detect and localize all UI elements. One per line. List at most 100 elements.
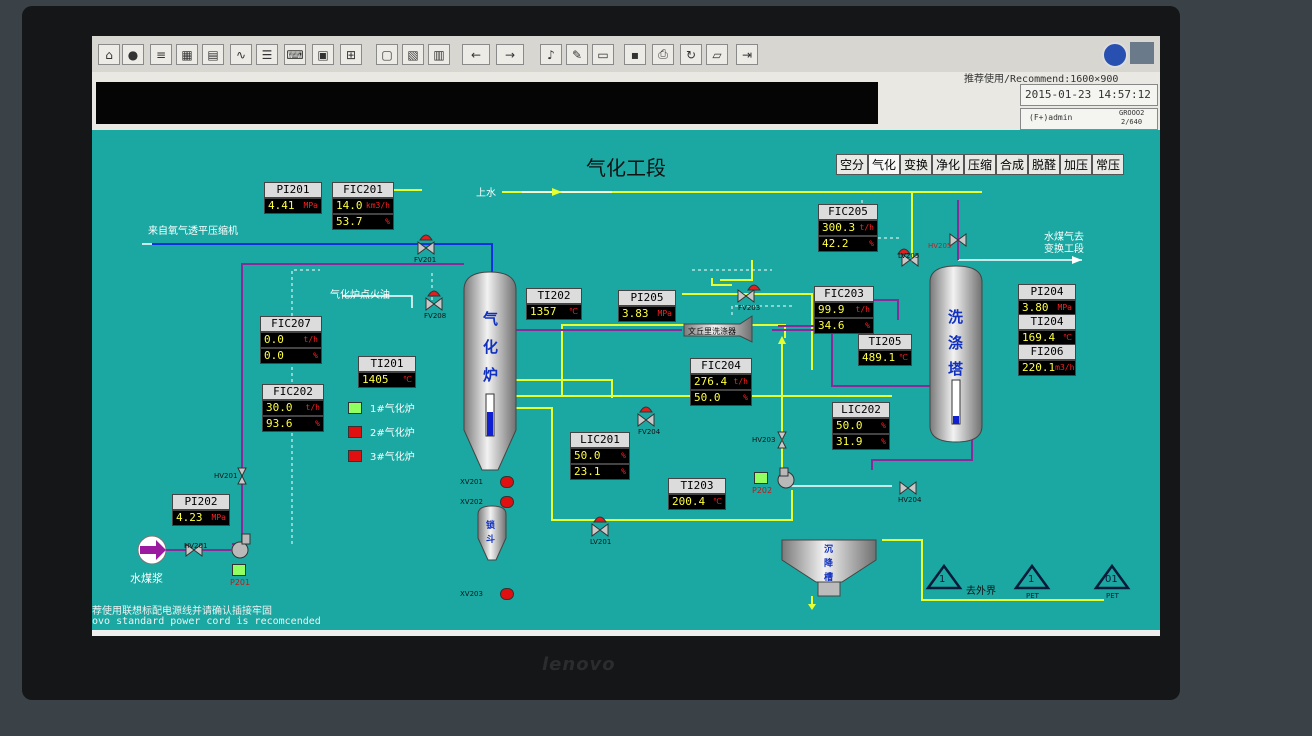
status-banner: 推荐使用/Recommend:1600×900 2015-01-23 14:57… — [92, 72, 1160, 130]
legend-gasifier-3: 3#气化炉 — [370, 452, 415, 463]
tag-ti204[interactable]: TI204 169.4℃ — [1018, 314, 1076, 346]
exit-icon[interactable]: ⇥ — [736, 44, 758, 65]
network-icon[interactable]: ⊞ — [340, 44, 362, 65]
venturi-label: 文丘里洗涤器 — [688, 327, 736, 336]
pipe-network — [137, 188, 1131, 610]
folder-icon[interactable]: ▱ — [706, 44, 728, 65]
nav-button-jinghua[interactable]: 净化 — [932, 154, 965, 175]
page-title: 气化工段 — [586, 156, 666, 180]
trend-icon[interactable]: ∿ — [230, 44, 252, 65]
report-icon[interactable]: ▧ — [402, 44, 424, 65]
slurry-label: 水煤浆 — [130, 572, 163, 585]
nav-button-jiaya[interactable]: 加压 — [1060, 154, 1093, 175]
nav-button-qihua[interactable]: 气化 — [868, 154, 901, 175]
syngas-out-label-1: 水煤气去 — [1044, 232, 1084, 243]
valve-tag-lv205: LV205 — [898, 252, 920, 260]
xv201-status[interactable] — [500, 476, 514, 488]
recycle-label-3: 01 — [1105, 574, 1118, 585]
legend-gasifier-1: 1#气化炉 — [370, 404, 415, 415]
nav-button-tuoquan[interactable]: 脱醛 — [1028, 154, 1061, 175]
gasifier-3-indicator — [348, 450, 362, 462]
scrubber-vessel — [929, 265, 983, 443]
settler-char-1: 沉 — [824, 545, 834, 555]
scrubber-char-3: 塔 — [948, 360, 964, 378]
keyboard-icon[interactable]: ⌨ — [284, 44, 306, 65]
datetime: 2015-01-23 14:57:12 — [1025, 88, 1151, 101]
hopper-char-1: 锁 — [486, 521, 496, 531]
nav-button-changya[interactable]: 常压 — [1092, 154, 1125, 175]
tag-ti205[interactable]: TI205 489.1℃ — [858, 334, 912, 366]
nav-button-kongfen[interactable]: 空分 — [836, 154, 869, 175]
valve-tag-hv201: HV201 — [214, 472, 238, 480]
to-outside-label: 去外界 — [966, 586, 996, 597]
back-arrow-icon[interactable]: ← — [462, 44, 490, 65]
valve-tag-hv205: HV205 — [928, 242, 952, 250]
pump-tag-p201: P201 — [230, 578, 251, 587]
tag-ti203[interactable]: TI203 200.4℃ — [668, 478, 726, 510]
valve-tag-hv201b: HV201 — [184, 542, 208, 550]
refresh-icon[interactable]: ↻ — [680, 44, 702, 65]
record-icon[interactable]: ● — [122, 44, 144, 65]
gasifier-2-indicator — [348, 426, 362, 438]
mute-icon[interactable]: ♪ — [540, 44, 562, 65]
hopper-char-2: 斗 — [486, 535, 496, 545]
table-icon[interactable]: ▤ — [202, 44, 224, 65]
p201-status[interactable] — [232, 564, 246, 576]
venturi-scrubber — [683, 315, 753, 343]
datetime-box: 2015-01-23 14:57:12 — [1020, 84, 1158, 106]
syngas-out-label-2: 变换工段 — [1044, 244, 1084, 255]
tag-ti202[interactable]: TI202 1357℃ — [526, 288, 582, 320]
settler-char-3: 槽 — [824, 573, 834, 583]
scrubber-char-2: 涤 — [948, 334, 964, 352]
display-icon[interactable]: ▣ — [312, 44, 334, 65]
forward-arrow-icon[interactable]: → — [496, 44, 524, 65]
list-icon[interactable]: ☰ — [256, 44, 278, 65]
gasifier-1-indicator — [348, 402, 362, 414]
nav-button-hecheng[interactable]: 合成 — [996, 154, 1029, 175]
system-icon[interactable] — [1130, 42, 1154, 64]
toolbar: ⌂ ● ≡ ▦ ▤ ∿ ☰ ⌨ ▣ ⊞ ▢ ▧ ▥ ← → ♪ ✎ ▭ ▪ ⎙ … — [92, 36, 1160, 73]
nav-button-bianhuan[interactable]: 变换 — [900, 154, 933, 175]
nav-button-yasuo[interactable]: 压缩 — [964, 154, 997, 175]
user-name: (F+)admin — [1029, 113, 1073, 122]
print-screen-icon[interactable]: ▢ — [376, 44, 398, 65]
footer-line-1: 荐使用联想标配电源线并请确认插接牢固 — [92, 606, 272, 617]
valve-tag-lv201: LV201 — [590, 538, 612, 546]
home-icon[interactable]: ⌂ — [98, 44, 120, 65]
pet-label-2: PET — [1106, 592, 1119, 600]
save-icon[interactable]: ▪ — [624, 44, 646, 65]
printer-icon[interactable]: ⎙ — [652, 44, 674, 65]
xv202-status[interactable] — [500, 496, 514, 508]
log-icon[interactable]: ▭ — [592, 44, 614, 65]
valve-tag-xv202: XV202 — [460, 498, 483, 506]
recycle-symbols — [925, 563, 1131, 590]
recycle-label-1: 1 — [939, 574, 946, 585]
valves — [185, 233, 967, 557]
grid-icon[interactable]: ▦ — [176, 44, 198, 65]
oxygen-inlet-label: 来自氧气透平压缩机 — [148, 226, 238, 237]
xv203-status[interactable] — [500, 588, 514, 600]
book-icon[interactable]: ▥ — [428, 44, 450, 65]
pumps — [231, 467, 795, 559]
tag-lic202[interactable]: LIC202 50.0% 31.9% — [832, 402, 890, 450]
tag-ti201[interactable]: TI201 1405℃ — [358, 356, 416, 388]
edit-icon[interactable]: ✎ — [566, 44, 588, 65]
p202-status[interactable] — [754, 472, 768, 484]
tag-lic201[interactable]: LIC201 50.0% 23.1% — [570, 432, 630, 480]
bars-icon[interactable]: ≡ — [150, 44, 172, 65]
settler-char-2: 降 — [824, 559, 834, 569]
alarm-bar — [96, 82, 878, 124]
legend-gasifier-2: 2#气化炉 — [370, 428, 415, 439]
settling-tank — [781, 539, 877, 597]
